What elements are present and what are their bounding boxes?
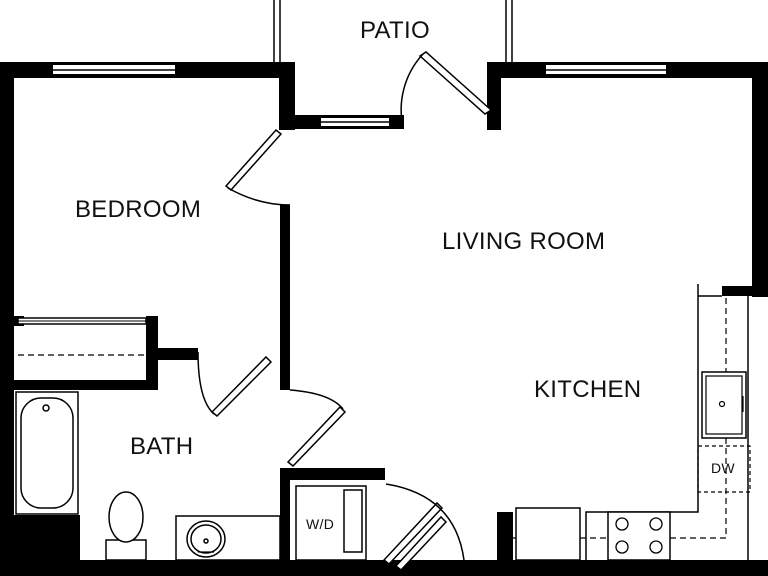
living-door-leaf <box>286 405 347 468</box>
wall-right <box>752 62 768 297</box>
bedroom-label: BEDROOM <box>75 196 202 223</box>
kitchen-sink-basin <box>705 375 743 435</box>
bath-label: BATH <box>130 433 194 460</box>
bath-sink-drain <box>203 538 209 544</box>
burner-1 <box>615 517 629 531</box>
laundry-door-leaf-1 <box>382 501 444 566</box>
wall-left-lower <box>0 515 80 576</box>
patio-label: PATIO <box>360 17 430 44</box>
upper-cabinet-dashes <box>512 298 727 539</box>
kitchen-label: KITCHEN <box>534 376 642 403</box>
bathtub-basin <box>20 397 74 509</box>
burner-4 <box>649 540 663 554</box>
wall-bedroom-living-divider <box>280 205 290 390</box>
bath-fixtures <box>15 391 281 561</box>
kitchen-sink-drain <box>718 400 726 408</box>
wall-right-stub <box>722 286 768 296</box>
wall-bath-top <box>14 380 158 390</box>
toilet-bowl <box>108 491 144 543</box>
laundry-door-swing <box>385 483 465 561</box>
wall-left <box>0 62 14 562</box>
bathtub-drain <box>42 404 50 412</box>
dishwasher-label: DW <box>711 460 735 476</box>
wall-patio-left-post <box>279 62 295 130</box>
windows <box>51 63 668 128</box>
bedroom-door-leaf <box>224 128 283 192</box>
refrigerator <box>515 507 581 561</box>
doors <box>197 51 493 572</box>
patio-door-leaf <box>418 51 493 115</box>
washer-dryer-label: W/D <box>306 516 335 532</box>
wall-closet-bath <box>146 348 198 360</box>
wall-patio-right-post <box>487 62 501 130</box>
bedroom-door-swing <box>227 187 291 206</box>
counter-edge <box>585 284 722 560</box>
patio-door-swing <box>400 53 424 128</box>
patio-rails <box>273 0 513 62</box>
wall-bottom <box>0 560 768 576</box>
bath-door-leaf <box>210 355 273 418</box>
living-room-label: LIVING ROOM <box>442 228 606 255</box>
burner-3 <box>615 540 629 554</box>
wall-laundry-top <box>280 468 385 480</box>
living-door-swing <box>289 389 344 410</box>
bedroom-closet <box>17 317 147 356</box>
wall-laundry-left <box>280 468 290 576</box>
laundry-door-leaf-2 <box>394 515 448 572</box>
wall-kitchen-post <box>497 512 513 576</box>
washer-dryer-door <box>343 489 363 553</box>
laundry <box>295 485 367 561</box>
toilet-tank <box>105 539 147 561</box>
range <box>607 511 671 561</box>
bath-door-swing <box>197 351 215 415</box>
kitchen <box>512 284 751 561</box>
burner-2 <box>649 517 663 531</box>
